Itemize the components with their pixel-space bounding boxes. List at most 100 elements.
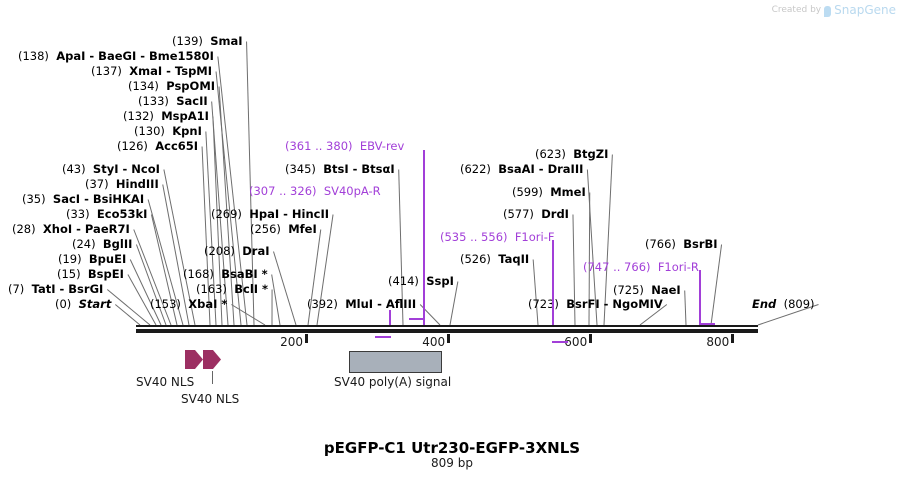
sequence-backbone-top: [136, 325, 758, 327]
leader-line-naei: [684, 290, 687, 326]
label-pos-btgzi: (623): [535, 147, 574, 161]
enzyme-label-bsabi[interactable]: (168) BsaBI *: [183, 268, 268, 281]
label-name-ebvrev: EBV-rev: [359, 139, 405, 153]
label-name-bsrbi: BsrBI: [683, 237, 718, 251]
ruler-tick-200: [305, 334, 309, 343]
enzyme-label-bsrfi[interactable]: (723) BsrFI - NgoMIV: [528, 298, 663, 311]
label-name-xhoi: XhoI - PaeR7I: [42, 222, 130, 236]
label-name-naei: NaeI: [651, 283, 681, 297]
enzyme-label-hpai[interactable]: (269) HpaI - HincII: [211, 208, 329, 221]
label-name-end: End: [752, 297, 777, 311]
enzyme-label-btgzi[interactable]: (623) BtgZI: [535, 148, 608, 161]
enzyme-label-bpuei[interactable]: (19) BpuEI: [58, 253, 126, 266]
label-pos-kpni: (130): [134, 124, 173, 138]
enzyme-label-smai[interactable]: (139) SmaI: [172, 35, 243, 48]
primer-mark-sv40pa-r-foot: [375, 336, 391, 338]
enzyme-label-bcli[interactable]: (163) BclI *: [196, 283, 268, 296]
primer-mark-f1ori-r: [699, 270, 701, 325]
snapgene-watermark: Created by SnapGene: [772, 3, 896, 17]
ruler-tick-800: [731, 334, 735, 343]
enzyme-label-acc65i[interactable]: (126) Acc65I: [117, 140, 198, 153]
enzyme-label-bglii[interactable]: (24) BglII: [72, 238, 132, 251]
enzyme-label-apai[interactable]: (138) ApaI - BaeGI - Bme1580I: [18, 50, 214, 63]
leader-line-bpuei: [129, 259, 162, 326]
enzyme-label-mfei[interactable]: (256) MfeI: [250, 223, 317, 236]
primer-mark-f1ori-f-foot: [552, 341, 568, 343]
leader-line-drai: [273, 251, 297, 326]
map-subtitle: 809 bp: [431, 456, 473, 470]
ruler-label-800: 800: [706, 335, 730, 349]
label-pos-xhoi: (28): [12, 222, 43, 236]
ruler-tick-600: [589, 334, 593, 343]
leader-line-taqii: [532, 259, 539, 326]
enzyme-label-mlui[interactable]: (392) MluI - AflIII: [307, 298, 416, 311]
enzyme-label-taqii[interactable]: (526) TaqII: [460, 253, 529, 266]
feature-label-sv40-nls-1: SV40 NLS: [136, 375, 195, 389]
label-pos-end: (809): [776, 297, 815, 311]
label-pos-drai: (208): [204, 244, 243, 258]
enzyme-label-f1orif[interactable]: (535 .. 556) F1ori-F: [440, 231, 554, 244]
enzyme-label-xhoi[interactable]: (28) XhoI - PaeR7I: [12, 223, 130, 236]
enzyme-label-bsrbi[interactable]: (766) BsrBI: [645, 238, 718, 251]
primer-mark-f1ori-f: [552, 240, 554, 325]
label-pos-bsrfi: (723): [528, 297, 567, 311]
enzyme-label-naei[interactable]: (725) NaeI: [613, 284, 681, 297]
label-pos-acc65i: (126): [117, 139, 156, 153]
enzyme-label-tati[interactable]: (7) TatI - BsrGI: [8, 283, 103, 296]
enzyme-label-sacii[interactable]: (133) SacII: [138, 95, 208, 108]
enzyme-label-end[interactable]: End (809): [752, 298, 815, 311]
enzyme-label-drdi[interactable]: (577) DrdI: [503, 208, 569, 221]
label-name-bcli: BclI *: [234, 282, 269, 296]
label-pos-bsabi: (168): [183, 267, 222, 281]
enzyme-label-ebvrev[interactable]: (361 .. 380) EBV-rev: [285, 140, 404, 153]
label-name-mspa1i: MspA1I: [161, 109, 209, 123]
label-pos-styi: (43): [62, 162, 93, 176]
label-name-eco53ki: Eco53kI: [96, 207, 148, 221]
enzyme-label-xbai[interactable]: (153) XbaI *: [150, 298, 227, 311]
enzyme-label-xmai[interactable]: (137) XmaI - TspMI: [91, 65, 212, 78]
map-title: pEGFP-C1 Utr230-EGFP-3XNLS: [323, 439, 581, 457]
label-name-f1orir: F1ori-R: [657, 260, 699, 274]
label-name-sv40pa: SV40pA-R: [323, 184, 381, 198]
enzyme-label-sv40pa[interactable]: (307 .. 326) SV40pA-R: [249, 185, 381, 198]
enzyme-label-mmei[interactable]: (599) MmeI: [512, 186, 586, 199]
label-pos-bspei: (15): [57, 267, 88, 281]
enzyme-label-hindiii[interactable]: (37) HindIII: [85, 178, 159, 191]
enzyme-label-sspi[interactable]: (414) SspI: [388, 275, 454, 288]
enzyme-label-kpni[interactable]: (130) KpnI: [134, 125, 202, 138]
label-name-apai: ApaI - BaeGI - Bme1580I: [56, 49, 214, 63]
label-name-xmai: XmaI - TspMI: [129, 64, 213, 78]
label-pos-tati: (7): [8, 282, 32, 296]
label-name-btsi: BtsI - BtsαI: [323, 162, 395, 176]
label-pos-hindiii: (37): [85, 177, 116, 191]
label-name-f1orif: F1ori-F: [514, 230, 555, 244]
label-name-bspei: BspEI: [87, 267, 124, 281]
label-pos-saci: (35): [22, 192, 53, 206]
label-name-btgzi: BtgZI: [573, 147, 609, 161]
enzyme-label-f1orir[interactable]: (747 .. 766) F1ori-R: [583, 261, 699, 274]
label-pos-bcli: (163): [196, 282, 235, 296]
enzyme-label-styi[interactable]: (43) StyI - NcoI: [62, 163, 160, 176]
enzyme-label-eco53ki[interactable]: (33) Eco53kI: [66, 208, 147, 221]
enzyme-label-mspa1i[interactable]: (132) MspA1I: [123, 110, 209, 123]
label-name-bpuei: BpuEI: [88, 252, 127, 266]
label-pos-f1orif: (535 .. 556): [440, 230, 515, 244]
label-name-mlui: MluI - AflIII: [345, 297, 417, 311]
enzyme-label-bspei[interactable]: (15) BspEI: [57, 268, 124, 281]
label-name-hindiii: HindIII: [115, 177, 159, 191]
label-name-bsrfi: BsrFI - NgoMIV: [566, 297, 663, 311]
leader-line-bsabi: [271, 274, 281, 326]
enzyme-label-bsaai[interactable]: (622) BsaAI - DraIII: [460, 163, 583, 176]
label-name-xbai: XbaI *: [188, 297, 228, 311]
label-pos-mspa1i: (132): [123, 109, 162, 123]
enzyme-label-start[interactable]: (0) Start: [55, 298, 111, 311]
enzyme-label-drai[interactable]: (208) DraI: [204, 245, 270, 258]
sequence-backbone-bottom: [136, 329, 758, 333]
feature-sv40-nls-2: [203, 350, 221, 369]
watermark-prefix: Created by: [771, 5, 822, 15]
label-pos-apai: (138): [18, 49, 57, 63]
enzyme-label-saci[interactable]: (35) SacI - BsiHKAI: [22, 193, 144, 206]
enzyme-label-btsi[interactable]: (345) BtsI - BtsαI: [285, 163, 395, 176]
enzyme-label-pspomi[interactable]: (134) PspOMI: [128, 80, 215, 93]
